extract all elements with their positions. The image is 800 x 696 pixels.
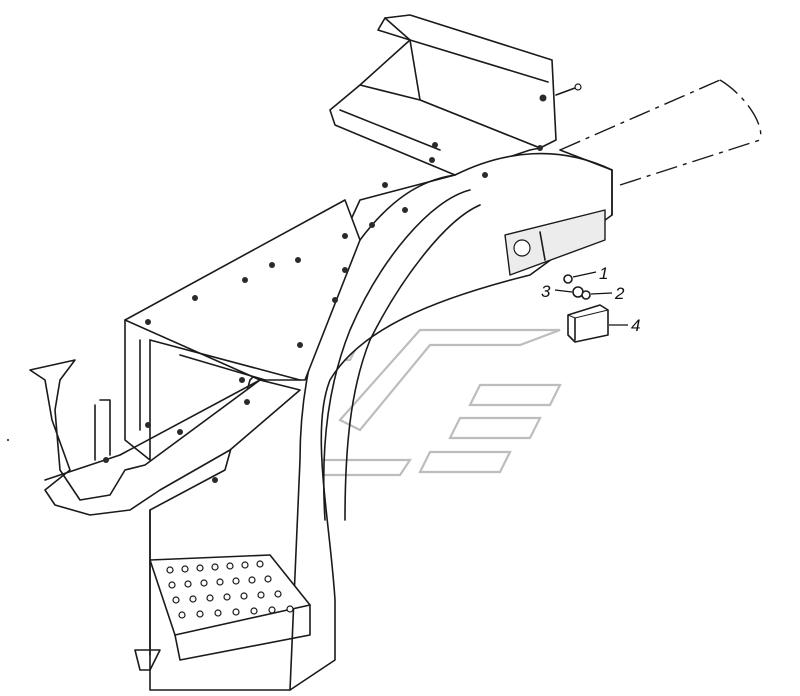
- tread-holes: [166, 560, 294, 619]
- part-4-lamp: [567, 304, 609, 343]
- step-tread: [134, 509, 311, 671]
- leader-3: [554, 289, 573, 293]
- step-arm: [29, 359, 301, 516]
- callout-label-3: 3: [541, 282, 551, 301]
- leader-2: [590, 292, 613, 295]
- stray-dot: [7, 439, 9, 441]
- part-1-nut: [563, 274, 573, 284]
- part-2-washer: [581, 290, 591, 300]
- callout-label-4: 4: [631, 316, 640, 335]
- rivets: [103, 142, 488, 483]
- callout-label-2: 2: [614, 284, 625, 303]
- lamp-assembly: [563, 274, 609, 343]
- leader-1: [572, 271, 597, 278]
- callouts: 1 2 3 4: [541, 264, 640, 335]
- rear-mudguard-bracket: [329, 14, 582, 176]
- frame-outline: [559, 79, 762, 186]
- callout-label-1: 1: [599, 264, 608, 283]
- inner-fender-box: [124, 199, 361, 461]
